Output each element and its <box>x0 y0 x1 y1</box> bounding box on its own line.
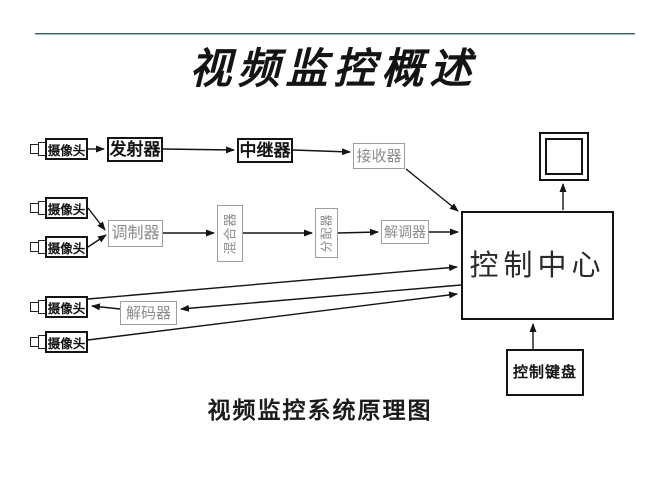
diagram-caption: 视频监控系统原理图 <box>207 397 433 423</box>
camera-node-5: 摄像头 <box>30 331 88 353</box>
edge-camera2-modulator <box>87 207 106 231</box>
edge-controlcenter-decoder <box>180 284 462 312</box>
camera-label: 摄像头 <box>45 331 88 353</box>
edge-repeater-receiver <box>292 148 351 156</box>
camera-label: 摄像头 <box>45 138 88 160</box>
splitter-label: 分配器 <box>319 213 334 253</box>
edge-decoder-camera4 <box>91 303 121 311</box>
control-keyboard-node: 控制键盘 <box>506 349 584 396</box>
transmitter-node: 发射器 <box>107 137 163 162</box>
edge-transmitter-repeater <box>162 146 235 154</box>
modulator-node: 调制器 <box>108 220 163 247</box>
monitor-screen <box>545 138 583 175</box>
mixer-label: 混合器 <box>222 212 238 255</box>
camera-label: 摄像头 <box>45 236 88 258</box>
slide-title: 视频监控概述 <box>189 44 478 93</box>
edge-camera5-controlcenter <box>87 291 458 341</box>
camera-label: 摄像头 <box>45 296 88 318</box>
title-rule <box>35 33 635 35</box>
camera-node-4: 摄像头 <box>30 296 88 318</box>
splitter-node: 分配器 <box>315 208 338 258</box>
demodulator-node: 解调器 <box>381 220 429 244</box>
camera-label: 摄像头 <box>45 197 88 219</box>
receiver-node: 接收器 <box>353 143 405 169</box>
camera-node-3: 摄像头 <box>30 236 88 258</box>
control-center-node: 控制中心 <box>461 211 614 320</box>
edge-camera3-modulator <box>87 234 107 248</box>
camera-node-2: 摄像头 <box>30 197 88 219</box>
mixer-node: 混合器 <box>217 205 243 262</box>
edge-receiver-controlcenter <box>405 168 459 212</box>
repeater-node: 中继器 <box>237 138 293 163</box>
edge-camera4-controlcenter <box>87 264 458 300</box>
monitor-node <box>539 132 589 181</box>
camera-node-1: 摄像头 <box>30 138 88 160</box>
decoder-node: 解码器 <box>120 301 177 325</box>
edge-splitter-demodulator <box>337 228 379 236</box>
